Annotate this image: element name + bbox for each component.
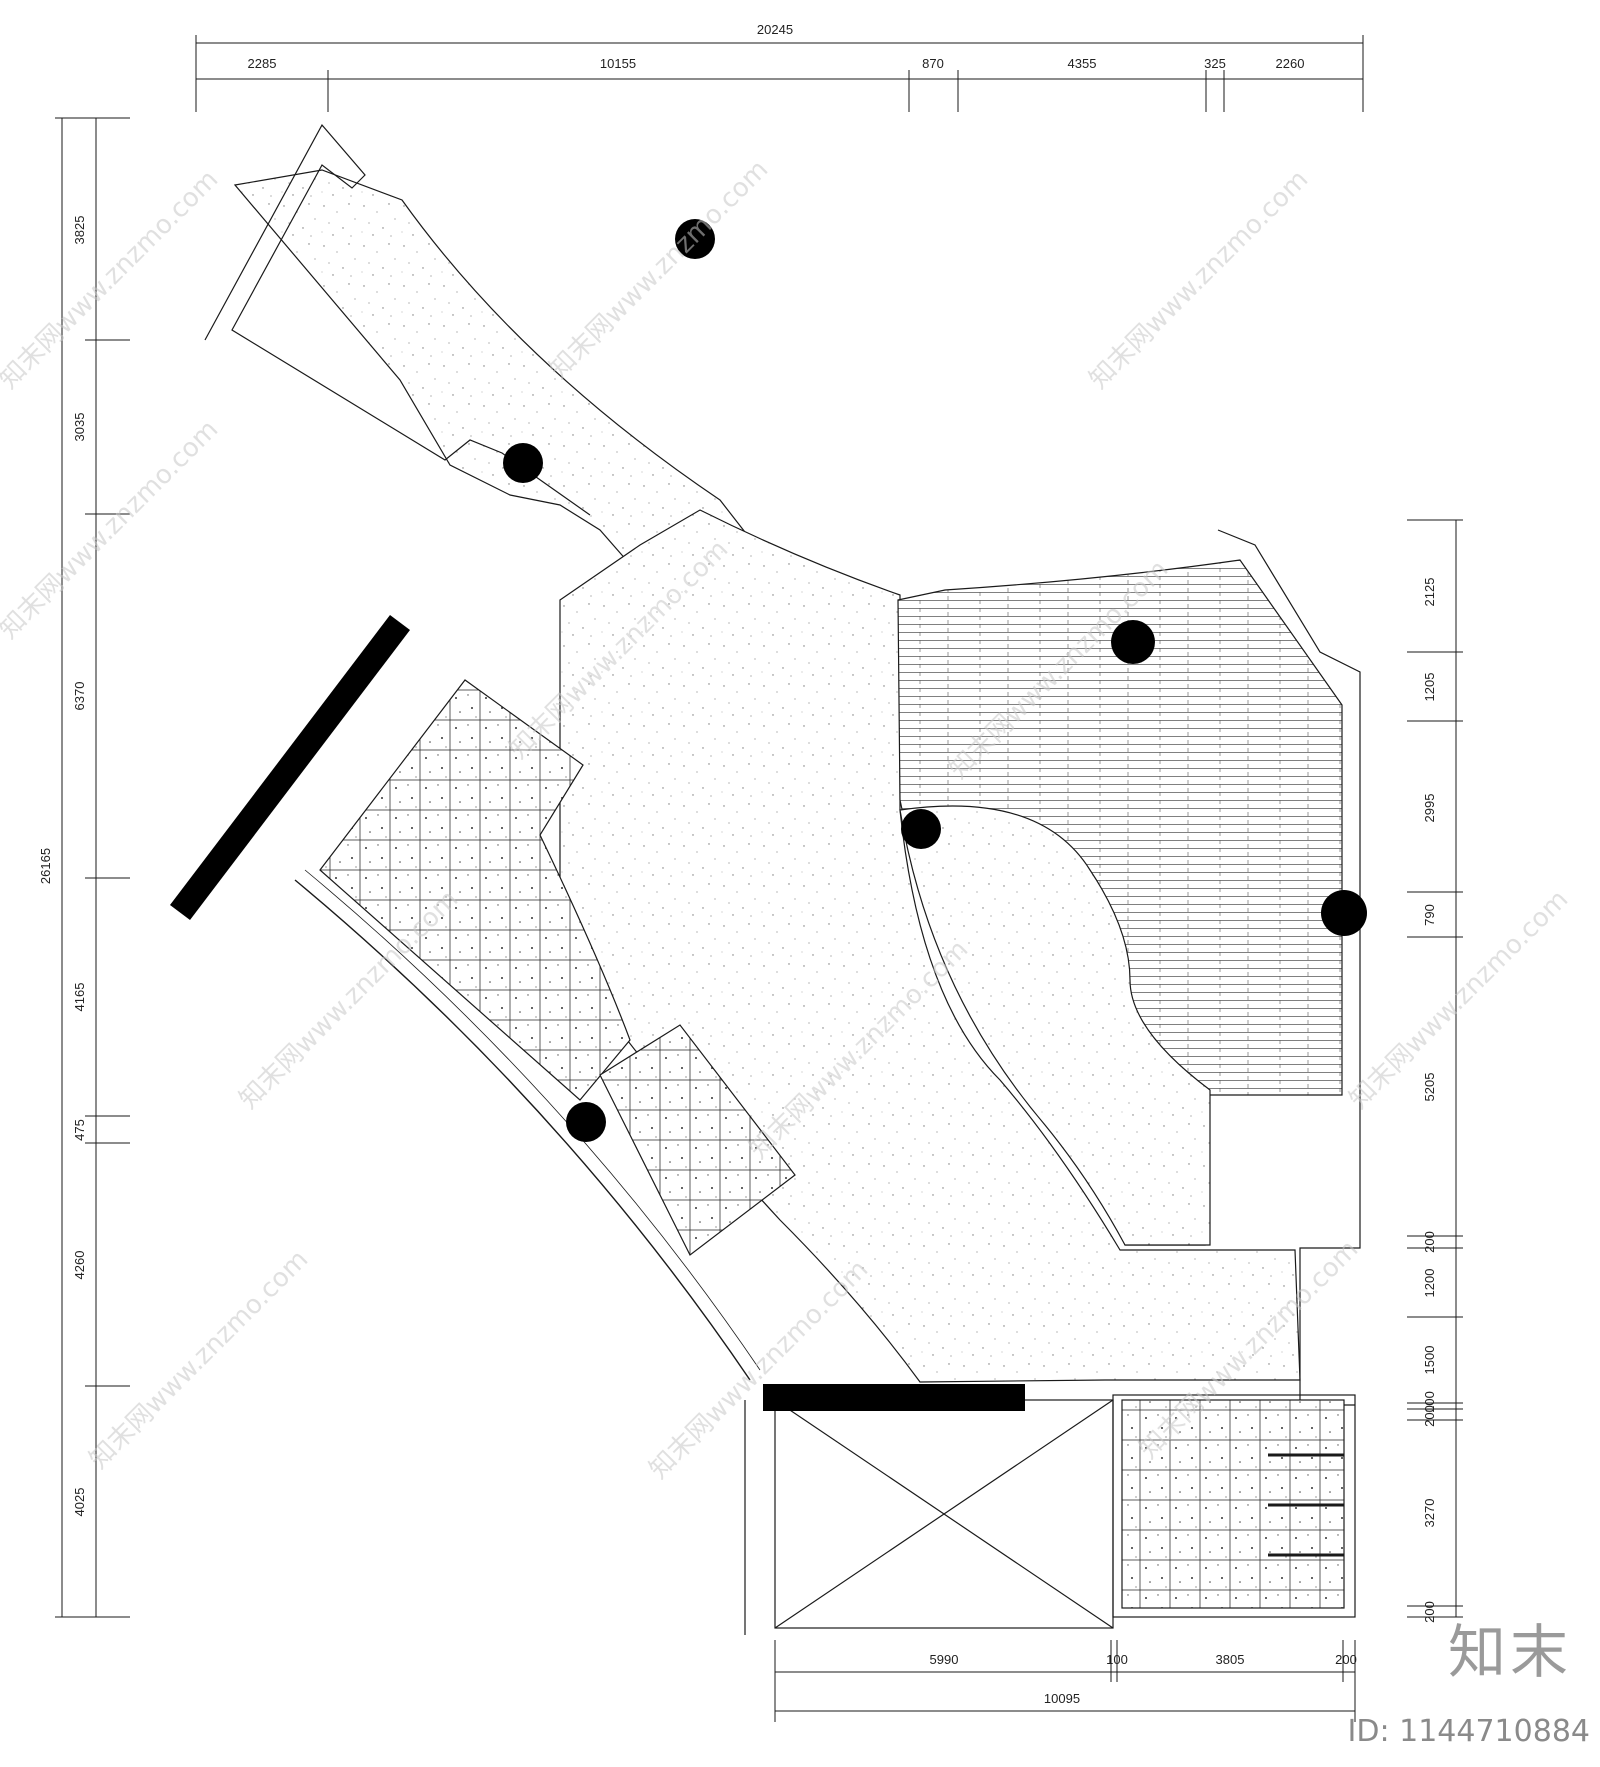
solid-wall-bottom	[763, 1384, 1025, 1411]
solid-wall-elements	[170, 615, 1025, 1411]
watermark-3: 知末网www.znzmo.com	[1084, 164, 1315, 395]
left-total-dimension: 26165	[38, 848, 53, 884]
top-segment-3: 870	[922, 56, 944, 71]
nw-wing-outer-wall	[204, 123, 591, 516]
right-segment-1: 2125	[1422, 578, 1437, 607]
right-segment-7: 1200	[1422, 1269, 1437, 1298]
right-segment-9: 100	[1422, 1391, 1437, 1413]
left-segment-3: 6370	[72, 682, 87, 711]
column-2	[503, 443, 543, 483]
solid-wall-left	[170, 615, 410, 920]
bottom-dimensions	[774, 1640, 1356, 1722]
column-4	[901, 809, 941, 849]
right-segment-8: 1500	[1422, 1346, 1437, 1375]
bottom-total-dimension: 10095	[1044, 1691, 1080, 1706]
brand-logo: 知末	[1447, 1618, 1572, 1686]
watermark-10: 知末网www.znzmo.com	[84, 1244, 315, 1475]
column-3	[1111, 620, 1155, 664]
left-segment-1: 3825	[72, 216, 87, 245]
bottom-segment-1: 5990	[930, 1652, 959, 1667]
top-segment-2: 10155	[600, 56, 636, 71]
lower-room-diagonal-2	[774, 1399, 1114, 1629]
top-segment-6: 2260	[1276, 56, 1305, 71]
right-segment-11: 3270	[1422, 1499, 1437, 1528]
curved-lounge-floor	[899, 805, 1211, 1246]
top-total-dimension: 20245	[757, 22, 793, 37]
left-segment-2: 3035	[72, 413, 87, 442]
southwest-curved-wall	[294, 879, 751, 1381]
bottom-segment-4: 200	[1335, 1652, 1357, 1667]
top-dimensions	[195, 35, 1364, 112]
lower-right-room-frame	[1112, 1394, 1356, 1618]
right-segment-5: 5205	[1422, 1073, 1437, 1102]
left-tile-floor	[319, 679, 631, 1101]
left-segment-5: 475	[72, 1119, 87, 1141]
right-segment-4: 790	[1422, 904, 1437, 926]
plan-walls-and-floors	[204, 123, 1361, 1635]
watermark-2: 知末网www.znzmo.com	[544, 154, 775, 385]
watermark-4: 知末网www.znzmo.com	[0, 414, 224, 645]
right-segment-6: 200	[1422, 1231, 1437, 1253]
top-segment-4: 4355	[1068, 56, 1097, 71]
left-segment-6: 4260	[72, 1251, 87, 1280]
bottom-segment-2: 100	[1106, 1652, 1128, 1667]
column-1	[675, 219, 715, 259]
right-segment-2: 1205	[1422, 673, 1437, 702]
right-segment-10: 200	[1422, 1405, 1437, 1427]
right-segment-3: 2995	[1422, 794, 1437, 823]
column-6	[566, 1102, 606, 1142]
column-5	[1321, 890, 1367, 936]
watermark-1: 知末网www.znzmo.com	[0, 164, 224, 395]
top-segment-5: 325	[1204, 56, 1226, 71]
right-outer-wall	[1217, 529, 1361, 1406]
columns	[503, 219, 1367, 1142]
lower-tile-floor	[599, 1024, 796, 1256]
left-dimensions	[55, 117, 130, 1618]
left-segment-7: 4025	[72, 1488, 87, 1517]
southwest-curved-wall-inner	[304, 869, 761, 1371]
left-segment-4: 4165	[72, 983, 87, 1012]
image-id-label: ID: 1144710884	[1347, 1714, 1590, 1749]
top-segment-1: 2285	[248, 56, 277, 71]
bottom-segment-3: 3805	[1216, 1652, 1245, 1667]
right-segment-12: 200	[1422, 1601, 1437, 1623]
watermark-7: 知末网www.znzmo.com	[1344, 884, 1575, 1115]
right-dimensions	[1407, 519, 1463, 1618]
